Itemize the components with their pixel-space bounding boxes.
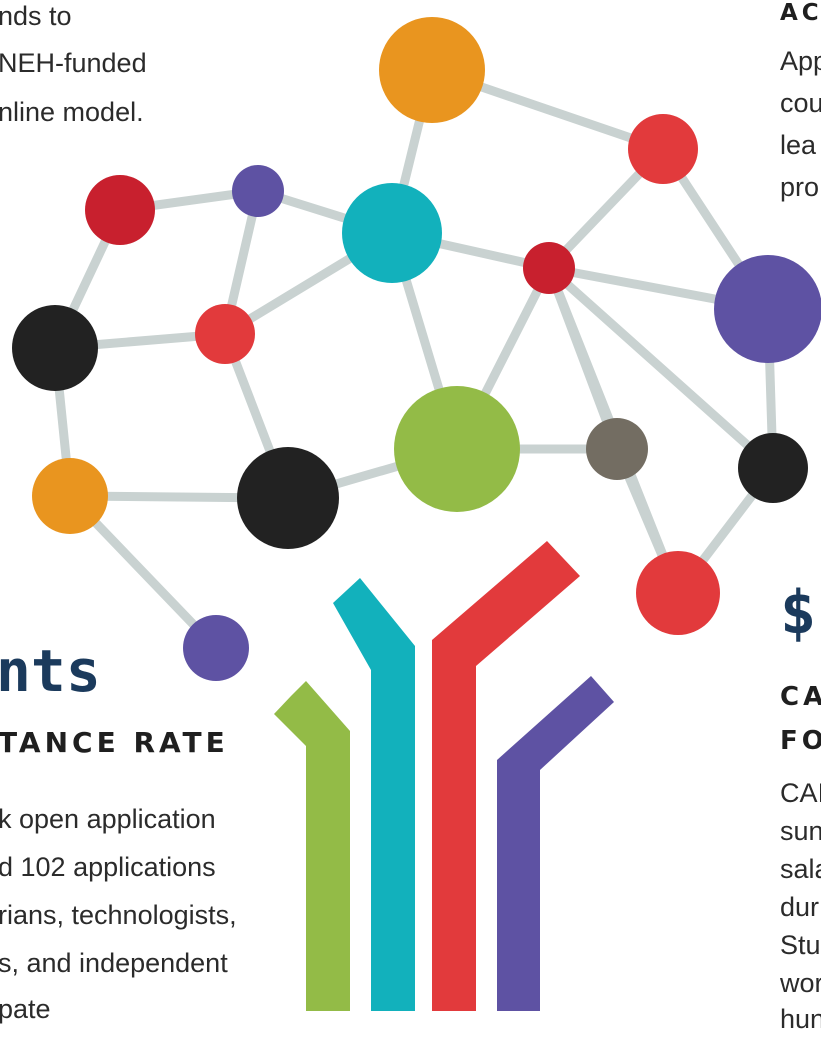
node-green <box>394 386 520 512</box>
trunk-stripe-green <box>274 681 350 1011</box>
node-orange-top <box>379 17 485 123</box>
right-line-3: sala <box>780 854 821 884</box>
left-line-3: rians, technologists, <box>0 900 237 930</box>
top-right-line-2: cou <box>780 88 821 118</box>
node-purple-small <box>232 165 284 217</box>
top-right-heading: AC <box>780 0 821 26</box>
node-purple-bottom-left <box>183 615 249 681</box>
left-line-5: pate <box>0 994 51 1024</box>
node-red-bottom-right <box>636 551 720 635</box>
top-left-line-2: NEH-funded <box>0 48 147 78</box>
node-red-top-right <box>628 114 698 184</box>
node-black-right <box>738 433 808 503</box>
node-teal <box>342 183 442 283</box>
left-line-1: k open application <box>0 804 216 834</box>
top-left-line-3: nline model. <box>0 97 144 127</box>
left-line-4: s, and independent <box>0 948 228 978</box>
node-darkred-left <box>85 175 155 245</box>
right-line-7: hun <box>780 1004 821 1034</box>
right-line-4: dur <box>780 892 820 922</box>
trunk-stripe-red <box>432 541 580 1011</box>
right-heading-line-2: FO <box>780 726 821 756</box>
node-black-left <box>12 305 98 391</box>
left-big-word: nts <box>0 637 101 705</box>
network-tree-graphic <box>12 17 821 1011</box>
trunk-stripe-purple <box>497 676 614 1011</box>
top-right-line-4: pro <box>780 172 820 202</box>
top-right-line-3: lea <box>780 130 817 160</box>
node-black-center <box>237 447 339 549</box>
right-line-5: Stu <box>780 930 821 960</box>
left-subheading: TANCE RATE <box>0 726 229 759</box>
network-nodes <box>12 17 821 681</box>
trunk-stripe-teal <box>333 578 415 1011</box>
tree-trunk-stripes <box>274 541 614 1011</box>
top-right-line-1: App <box>780 46 821 76</box>
right-line-6: wor <box>780 968 821 998</box>
node-darkred-small <box>523 242 575 294</box>
node-red-mid <box>195 304 255 364</box>
right-line-1: CAI <box>780 778 821 808</box>
node-gray <box>586 418 648 480</box>
right-heading-line-1: CA <box>780 682 821 712</box>
node-purple-large <box>714 255 821 363</box>
right-line-2: sun <box>780 816 821 846</box>
right-big-symbol: $ <box>780 578 817 648</box>
top-left-line-1: nds to <box>0 1 72 31</box>
left-line-2: d 102 applications <box>0 852 216 882</box>
node-orange-left <box>32 458 108 534</box>
